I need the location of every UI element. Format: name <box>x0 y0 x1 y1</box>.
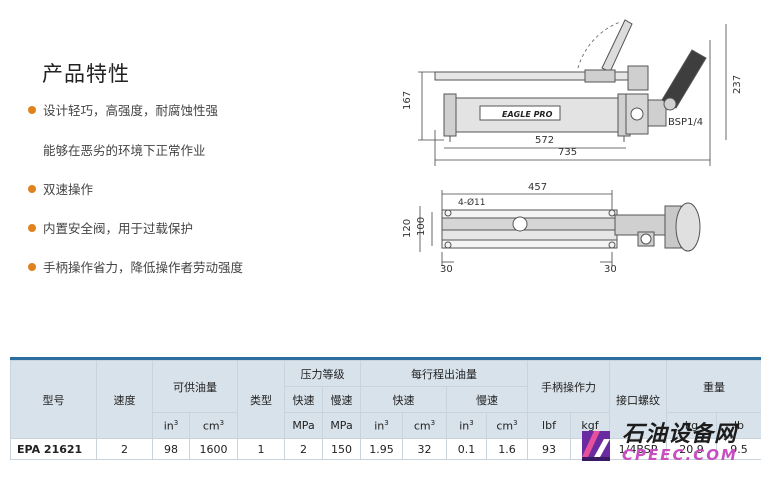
bullet-icon <box>28 105 36 114</box>
dim-height-left: 167 <box>402 91 413 110</box>
feature-item-2: 双速操作 <box>28 179 93 198</box>
header-capacity: 可供油量 <box>152 360 238 413</box>
header-disp-slow: 慢速 <box>446 386 528 413</box>
bullet-icon <box>28 223 36 232</box>
unit-wt-lb: lb <box>716 412 761 439</box>
table-row: EPA 21621 2 98 1600 1 2 150 1.95 32 0.1 … <box>10 438 761 460</box>
feature-text: 双速操作 <box>43 182 94 197</box>
side-dimensions <box>418 24 727 166</box>
watermark-en: CPEEC.COM <box>622 446 738 464</box>
unit-wt-kg: kg <box>666 412 717 439</box>
watermark: 石油设备网 CPEEC.COM <box>578 414 760 472</box>
unit-cap-in: in3 <box>152 412 190 439</box>
unit-ds-in: in3 <box>446 412 487 439</box>
spec-table: 型号 速度 可供油量 类型 压力等级 每行程出油量 手柄操作力 接口螺纹 重量 … <box>10 360 761 460</box>
header-disp-fast: 快速 <box>360 386 447 413</box>
top-dimensions <box>419 190 613 266</box>
cell-df-in: 1.95 <box>360 438 403 460</box>
header-model: 型号 <box>10 360 97 439</box>
dim-top-length: 457 <box>528 182 547 193</box>
header-pressure-slow: 慢速 <box>322 386 361 413</box>
unit-df-in: in3 <box>360 412 403 439</box>
header-speed: 速度 <box>96 360 153 439</box>
unit-df-cm: cm3 <box>402 412 447 439</box>
feature-text: 手柄操作省力，降低操作者劳动强度 <box>43 260 244 275</box>
header-pressure-fast: 快速 <box>284 386 323 413</box>
unit-p-fast: MPa <box>284 412 323 439</box>
cell-ds-cm: 1.6 <box>486 438 528 460</box>
feature-item-1: 设计轻巧，高强度，耐腐蚀性强 <box>28 100 218 119</box>
cell-port: 1/4BSP <box>609 438 667 460</box>
dim-offset-right: 30 <box>604 264 617 272</box>
dim-offset-left: 30 <box>440 264 453 272</box>
feature-item-3: 内置安全阀，用于过载保护 <box>28 218 193 237</box>
header-weight: 重量 <box>666 360 761 413</box>
unit-ds-cm: cm3 <box>486 412 528 439</box>
holes-label: 4-Ø11 <box>458 197 486 208</box>
dim-overall-length: 735 <box>558 147 577 158</box>
bullet-icon <box>28 184 36 193</box>
cell-cap-cm: 1600 <box>189 438 238 460</box>
cell-p-fast: 2 <box>284 438 323 460</box>
side-view <box>434 19 707 142</box>
cell-model: EPA 21621 <box>10 438 97 460</box>
cell-type: 1 <box>237 438 285 460</box>
cell-speed: 2 <box>96 438 153 460</box>
unit-p-slow: MPa <box>322 412 361 439</box>
header-type: 类型 <box>237 360 285 439</box>
pump-technical-drawing: EAGLE PRO 167 237 572 735 BSP1/4 <box>402 19 743 272</box>
cell-ds-in: 0.1 <box>446 438 487 460</box>
dim-width-inner: 100 <box>416 217 427 236</box>
header-displacement: 每行程出油量 <box>360 360 528 387</box>
brand-label: EAGLE PRO <box>502 110 553 119</box>
feature-item-4: 手柄操作省力，降低操作者劳动强度 <box>28 257 243 276</box>
header-handle-force: 手柄操作力 <box>527 360 610 413</box>
cell-force-lbf: 93 <box>527 438 571 460</box>
dim-width-outer: 120 <box>402 219 413 238</box>
cell-wt-a: 20.9 <box>666 438 717 460</box>
cell-wt-b: 9.5 <box>716 438 761 460</box>
spec-table-wrapper: 型号 速度 可供油量 类型 压力等级 每行程出油量 手柄操作力 接口螺纹 重量 … <box>10 357 761 470</box>
features-title: 产品特性 <box>42 62 130 86</box>
cell-df-cm: 32 <box>402 438 447 460</box>
bullet-icon <box>28 262 36 271</box>
top-view <box>441 202 701 252</box>
dim-inner-length: 572 <box>535 135 554 146</box>
dim-height-right: 237 <box>732 75 743 94</box>
watermark-logo-icon <box>582 431 610 461</box>
unit-force-lbf: lbf <box>527 412 571 439</box>
feature-text: 设计轻巧，高强度，耐腐蚀性强 <box>43 103 219 118</box>
cell-cap-in: 98 <box>152 438 190 460</box>
feature-continuation: 能够在恶劣的环境下正常作业 <box>43 143 206 158</box>
port-label: BSP1/4 <box>668 117 703 128</box>
feature-text: 内置安全阀，用于过载保护 <box>43 221 194 236</box>
header-pressure: 压力等级 <box>284 360 361 387</box>
cell-p-slow: 150 <box>322 438 361 460</box>
watermark-cn: 石油设备网 <box>622 422 738 447</box>
unit-cap-cm: cm3 <box>189 412 238 439</box>
